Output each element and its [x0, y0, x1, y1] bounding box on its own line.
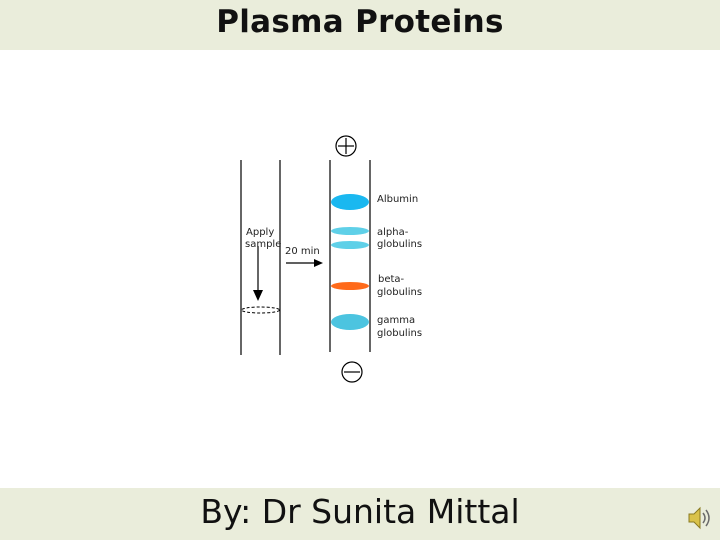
- time-arrow: [286, 259, 323, 267]
- beta-label-2: globulins: [377, 287, 422, 298]
- albumin-band: [331, 194, 369, 210]
- beta-label-1: beta-: [378, 274, 405, 285]
- alpha-globulin-band-1: [331, 227, 369, 235]
- footer-bar: [0, 488, 720, 540]
- sample-label: sample: [245, 239, 281, 250]
- gamma-globulin-band: [331, 314, 369, 330]
- slide-footer: By: Dr Sunita Mittal: [200, 492, 520, 531]
- electrophoresis-tube: [329, 160, 371, 352]
- beta-globulin-band: [331, 282, 369, 290]
- apply-label: Apply: [246, 227, 274, 238]
- title-bar: [0, 0, 720, 50]
- apply-arrow: [253, 246, 263, 301]
- positive-electrode: [335, 135, 357, 157]
- gamma-label-2: globulins: [377, 328, 422, 339]
- sample-tube: [240, 160, 281, 355]
- slide-title: Plasma Proteins: [216, 4, 504, 40]
- negative-electrode: [341, 361, 363, 383]
- alpha-globulin-band-2: [331, 241, 369, 249]
- time-label: 20 min: [285, 246, 320, 257]
- gamma-label-1: gamma: [377, 315, 415, 326]
- alpha-label-2: globulins: [377, 239, 422, 250]
- albumin-label: Albumin: [377, 194, 418, 205]
- alpha-label-1: alpha-: [377, 227, 409, 238]
- speaker-icon[interactable]: [684, 503, 714, 533]
